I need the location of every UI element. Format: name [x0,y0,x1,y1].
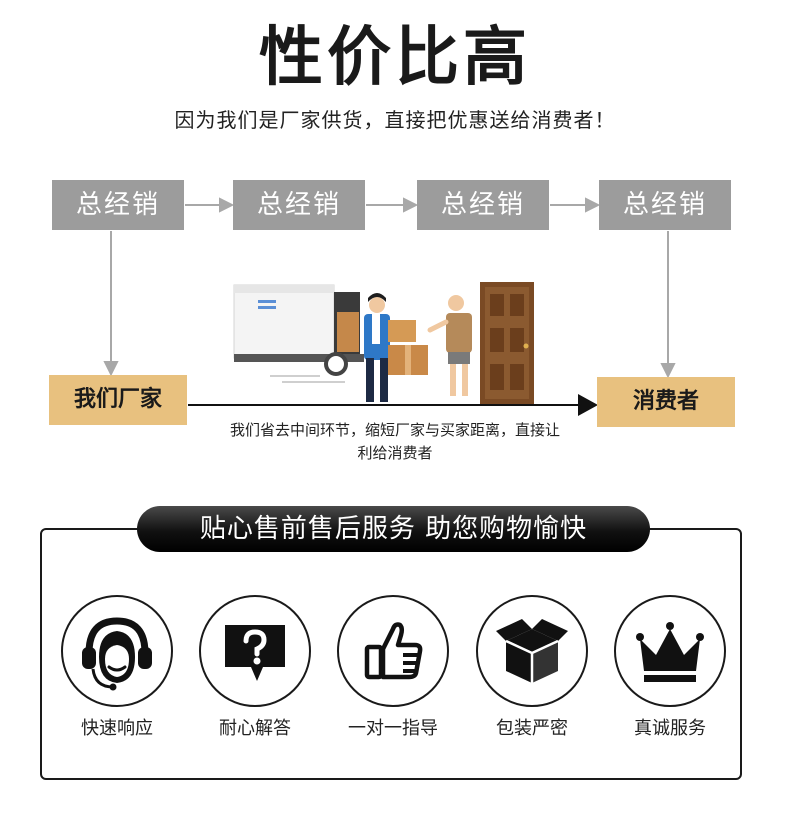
service-icon-circle [614,595,726,707]
factory-box: 我们厂家 [49,375,187,425]
door-illustration [480,282,534,404]
service-item-patient-answer: 耐心解答 [199,595,311,745]
flow-arrowhead-1 [219,197,235,213]
flow-diagram [103,197,676,416]
customer-illustration [427,295,472,396]
flow-arrowhead-2 [403,197,419,213]
service-label: 快速响应 [81,718,153,739]
delivery-truck-illustration [233,284,364,383]
flow-arrowhead-down-left [103,361,119,377]
service-item-secure-packaging: 包装严密 [476,595,588,745]
service-icon-circle [337,595,449,707]
flow-arrowhead-3 [585,197,601,213]
distributor-box-3: 总经销 [417,180,549,230]
flow-arrowhead-down-right [660,363,676,379]
flow-caption-line-1: 我们省去中间环节，缩短厂家与买家距离，直接让 [229,421,560,439]
service-item-sincere-service: 真诚服务 [614,595,726,745]
crown-icon [636,622,704,682]
page-title: 性价比高 [259,21,531,95]
question-bubble-icon [225,625,285,681]
direct-arrowhead [578,394,598,416]
distributor-box-1: 总经销 [52,180,184,230]
flow-caption: 我们省去中间环节，缩短厂家与买家距离，直接让 利给消费者 [190,419,600,465]
service-label: 一对一指导 [348,718,438,739]
service-label: 耐心解答 [219,718,291,739]
service-label: 包装严密 [496,718,568,739]
service-banner: 贴心售前售后服务 助您购物愉快 [137,506,650,552]
service-item-one-on-one: 一对一指导 [337,595,449,745]
thumbs-up-icon [364,622,423,680]
consumer-box: 消费者 [597,377,735,427]
headset-icon [82,617,152,691]
service-icon-circle [199,595,311,707]
service-icon-circle [476,595,588,707]
flow-caption-line-2: 利给消费者 [357,444,433,462]
courier-illustration [364,293,428,402]
page-subtitle: 因为我们是厂家供货，直接把优惠送给消费者！ [174,108,616,132]
distributor-box-4: 总经销 [599,180,731,230]
distributor-box-2: 总经销 [233,180,365,230]
service-label: 真诚服务 [634,718,706,739]
service-item-fast-response: 快速响应 [61,595,173,745]
service-icon-circle [61,595,173,707]
package-box-icon [496,619,568,683]
